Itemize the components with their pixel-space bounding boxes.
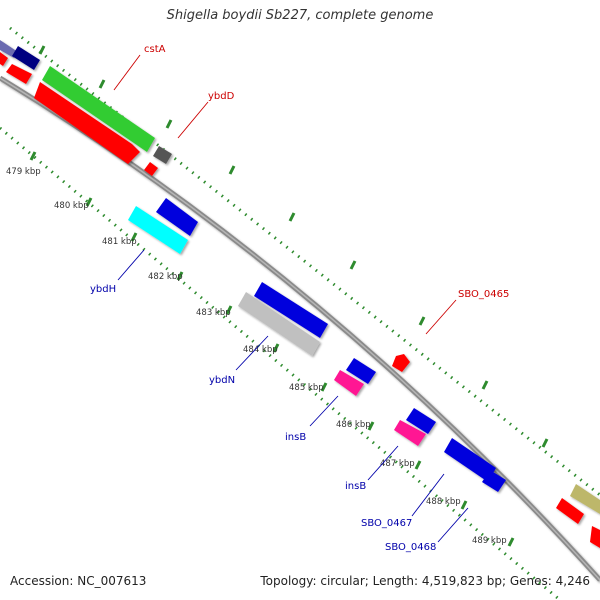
gene-feature-red-2[interactable] [6,64,32,84]
gene-feature-red-edge[interactable] [590,526,600,548]
reverse-gene-labels: ybdH ybdN insB insB SBO_0467 SBO_0468 [90,249,469,553]
inner-dot-track [0,126,561,600]
forward-strand-features [0,40,600,548]
kbp-label: 485 kbp [289,383,324,393]
kbp-label: 487 kbp [380,459,415,469]
gene-feature-grey-ybdD[interactable] [153,146,172,164]
gene-label-ybdH[interactable]: ybdH [90,284,116,295]
kbp-label: 483 kbp [196,308,231,318]
gene-feature-olive[interactable] [570,484,600,514]
gene-label-SBO_0465[interactable]: SBO_0465 [458,289,509,300]
inner-major-ticks [29,151,515,547]
gene-feature-blue-2[interactable] [254,282,328,338]
leader-line [309,395,339,427]
gene-feature-red-1[interactable] [0,52,8,66]
gene-feature-red-right[interactable] [556,498,584,524]
gene-label-ybdN[interactable]: ybdN [209,375,235,386]
gene-label-SBO_0468[interactable]: SBO_0468 [385,542,436,553]
gene-feature-red-SBO_0465[interactable] [392,354,410,372]
gene-feature-magenta-insB-1[interactable] [334,370,364,396]
gene-label-insB-2[interactable]: insB [345,481,366,492]
kbp-labels: 479 kbp 480 kbp 481 kbp 482 kbp 483 kbp … [6,167,507,546]
gene-feature-blue-SBO_0467[interactable] [444,438,496,482]
gene-feature-magenta-insB-2[interactable] [394,420,426,446]
outer-dot-track [9,26,600,497]
leader-line [425,299,457,335]
gene-feature-navy-2[interactable] [12,46,40,70]
kbp-label: 486 kbp [336,420,371,430]
map-title: Shigella boydii Sb227, complete genome [166,8,434,23]
gene-feature-blue-SBO_0468[interactable] [482,470,506,492]
gene-label-SBO_0467[interactable]: SBO_0467 [361,518,412,529]
forward-gene-labels: cstA ybdD SBO_0465 [113,44,509,335]
kbp-label: 481 kbp [102,237,137,247]
gene-feature-grey-ybdN[interactable] [238,292,320,356]
gene-label-cstA[interactable]: cstA [144,44,166,55]
kbp-label: 488 kbp [426,497,461,507]
gene-feature-cyan-ybdH[interactable] [128,206,188,254]
leader-line [177,101,209,139]
kbp-label: 489 kbp [472,536,507,546]
gene-feature-blue-3[interactable] [346,358,376,384]
gene-feature-red-long[interactable] [34,82,140,164]
gene-feature-green-cstA[interactable] [42,66,155,152]
topology-summary: Topology: circular; Length: 4,519,823 bp… [260,574,590,588]
kbp-label: 484 kbp [243,345,278,355]
reverse-strand-features [128,198,506,492]
leader-line [411,473,445,517]
accession-text: Accession: NC_007613 [10,574,147,588]
leader-line [117,249,145,281]
outer-major-ticks [38,45,549,448]
gene-label-insB-1[interactable]: insB [285,432,306,443]
gene-label-ybdD[interactable]: ybdD [208,91,235,102]
gene-feature-red-small[interactable] [144,162,158,176]
leader-line [437,507,469,543]
gene-feature-blue-1[interactable] [156,198,198,236]
leader-line [367,445,399,481]
kbp-label: 479 kbp [6,167,41,177]
gene-feature-blue-4[interactable] [406,408,436,434]
kbp-label: 480 kbp [54,201,89,211]
leader-line [113,54,141,91]
kbp-label: 482 kbp [148,272,183,282]
leader-line [235,335,269,371]
